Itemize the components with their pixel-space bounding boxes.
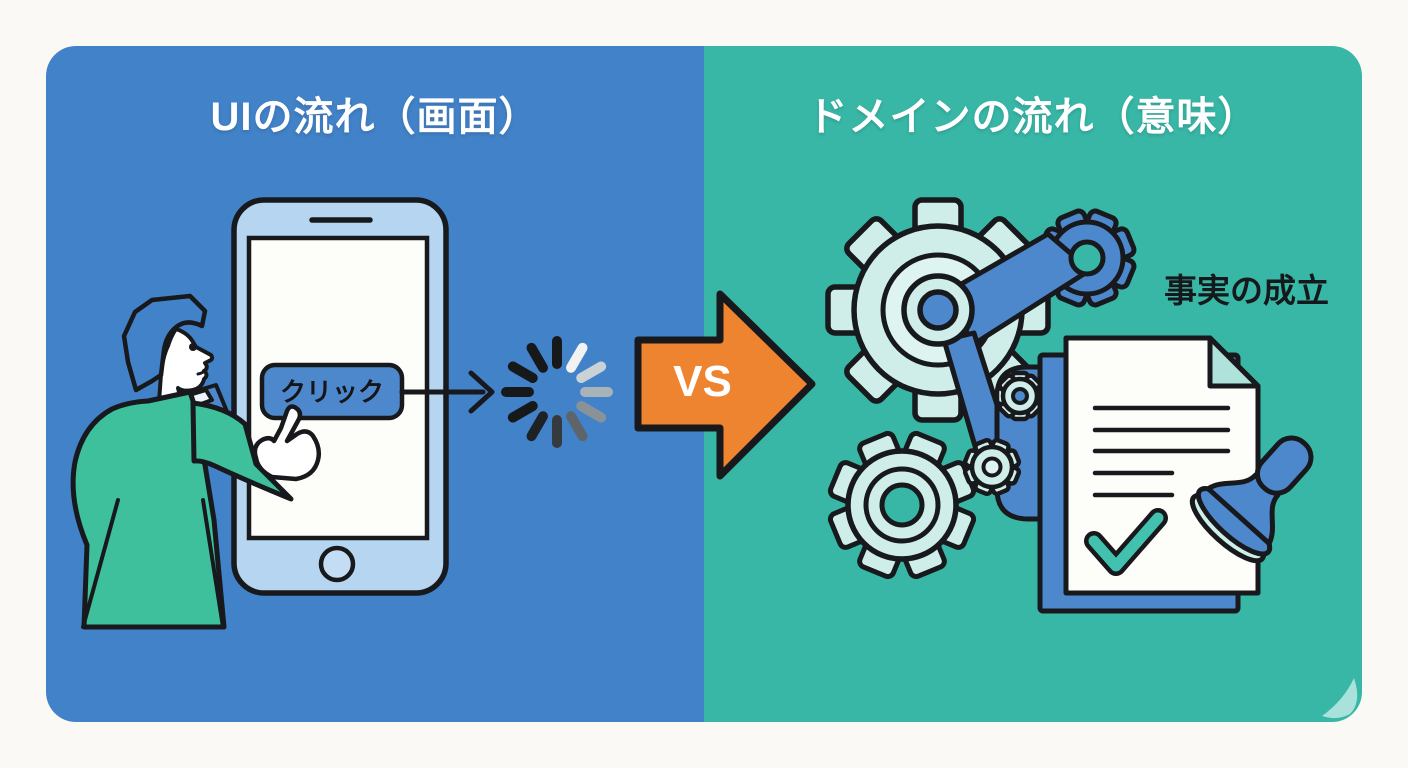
domain-flow-panel: [704, 46, 1362, 722]
vs-label: VS: [673, 357, 732, 406]
fact-annotation: 事実の成立: [1164, 272, 1329, 309]
click-button-label: クリック: [279, 377, 384, 407]
right-panel-title: ドメインの流れ（意味）: [807, 95, 1259, 139]
left-panel-title: UIの流れ（画面）: [210, 95, 540, 139]
